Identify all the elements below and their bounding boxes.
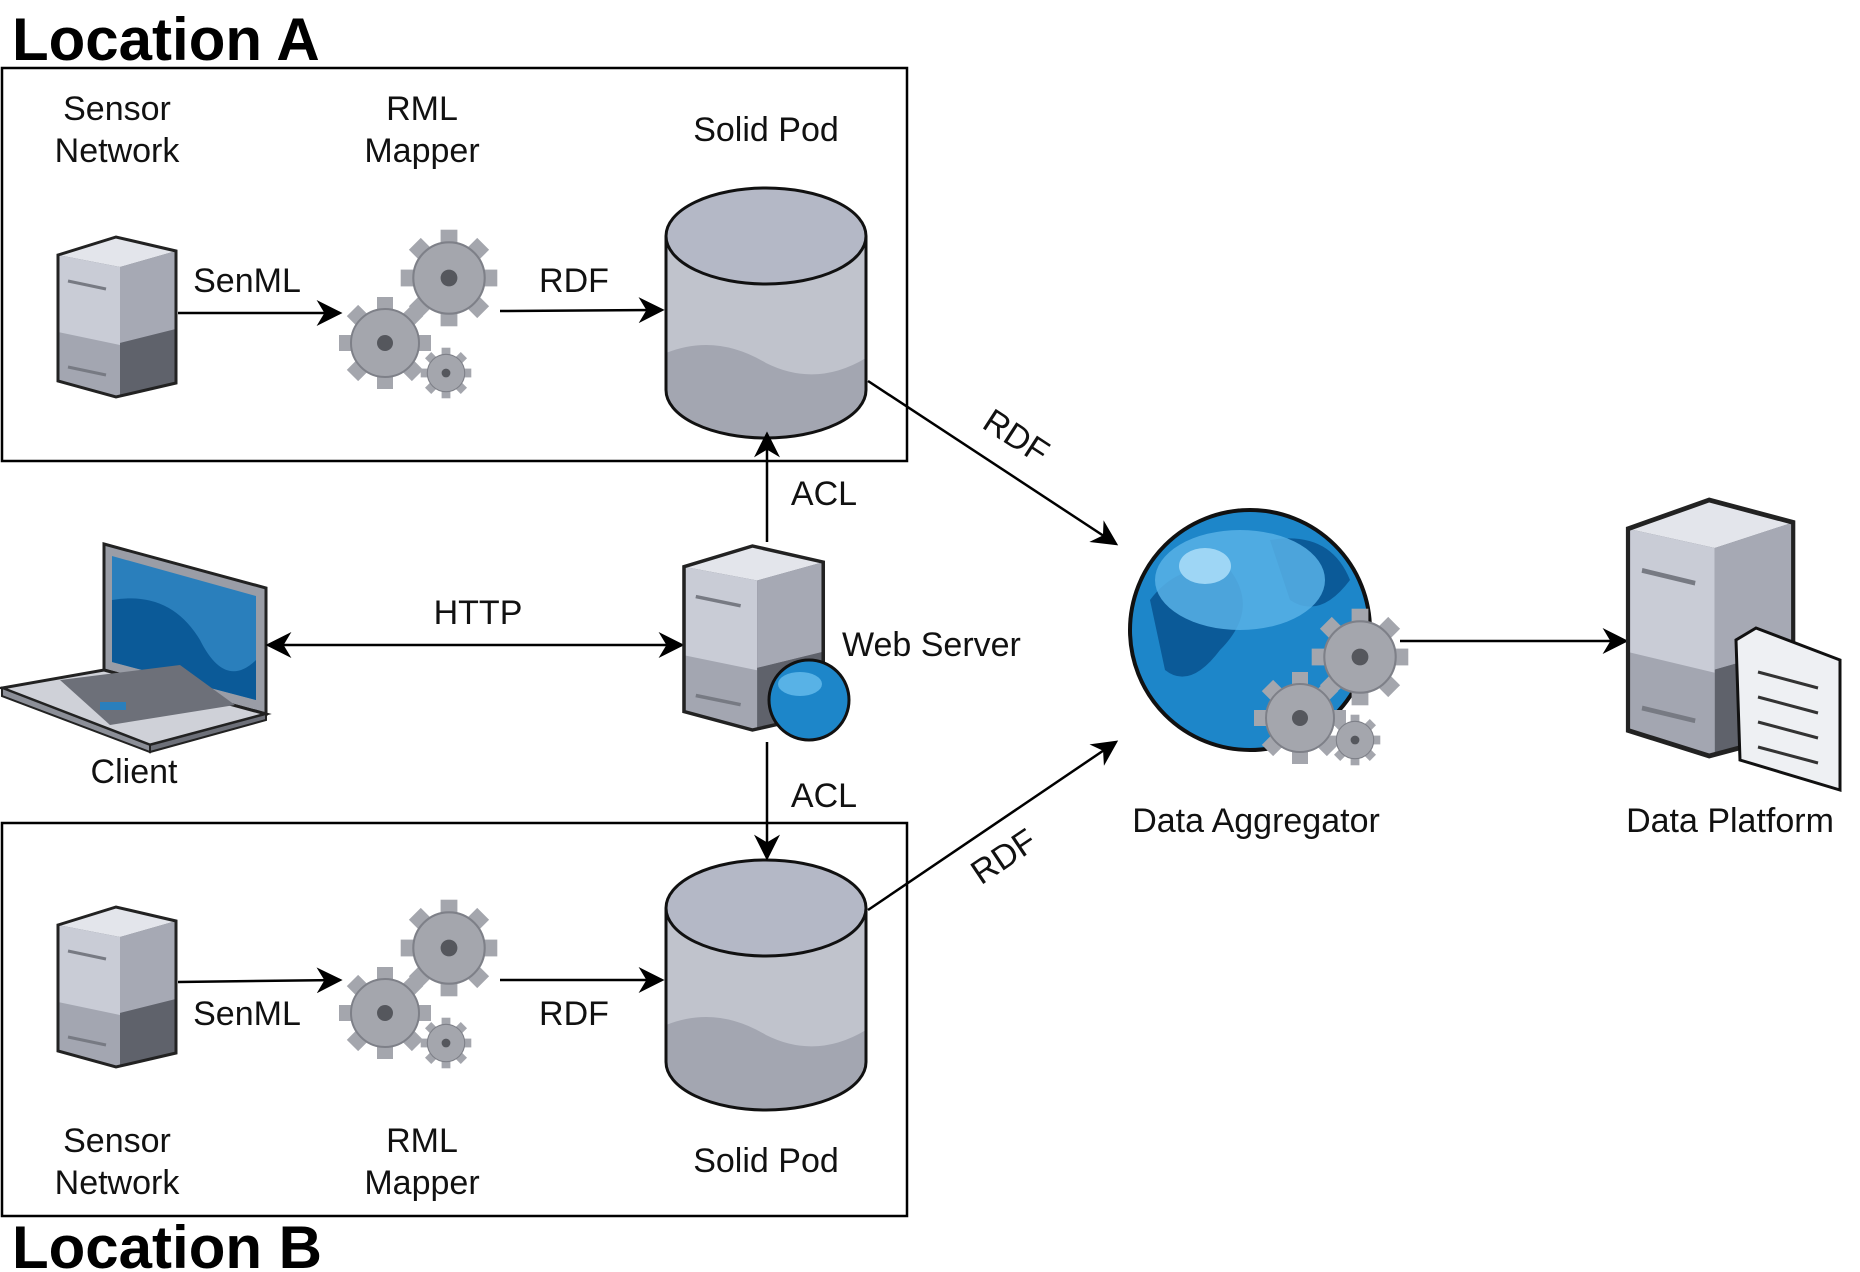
rdf-to-aggregator-a-arrow	[867, 379, 1119, 546]
rdf-a-arrow	[499, 297, 665, 324]
gears-icon	[339, 230, 497, 399]
location-b-box	[0, 821, 909, 1218]
document-icon	[1734, 626, 1842, 793]
server-icon	[56, 235, 178, 399]
acl-a-label: ACL	[791, 475, 857, 513]
database-icon	[664, 186, 868, 440]
senml-a-label: SenML	[193, 262, 301, 300]
sensor-network-a-label-1: Sensor	[63, 90, 171, 128]
solid-pod-a-label: Solid Pod	[693, 111, 839, 149]
globe-gears-icon	[1128, 508, 1410, 766]
database-icon	[664, 858, 868, 1112]
rml-mapper-a-label-1: RML	[386, 90, 458, 128]
data-platform-label: Data Platform	[1626, 802, 1834, 840]
http-label: HTTP	[434, 594, 523, 632]
gears-icon	[339, 900, 497, 1069]
rml-mapper-b-label-1: RML	[386, 1122, 458, 1160]
rdf-to-aggregator-b-arrow	[867, 740, 1119, 912]
sensor-network-a-label-2: Network	[55, 132, 181, 170]
client-label: Client	[91, 753, 178, 791]
globe-icon	[767, 658, 851, 742]
location-b-title: Location B	[12, 1214, 322, 1272]
web-server-label: Web Server	[842, 626, 1021, 664]
rml-mapper-b-label-2: Mapper	[364, 1164, 479, 1202]
acl-b-label: ACL	[791, 777, 857, 815]
senml-b-label: SenML	[193, 995, 301, 1033]
laptop-icon	[0, 542, 272, 754]
server-icon	[56, 905, 178, 1069]
solid-pod-b-label: Solid Pod	[693, 1142, 839, 1180]
rdf-a-label: RDF	[539, 262, 609, 300]
location-a-box	[0, 66, 909, 463]
rdf-b-label: RDF	[539, 995, 609, 1033]
rml-mapper-a-label-2: Mapper	[364, 132, 479, 170]
data-aggregator-label: Data Aggregator	[1132, 802, 1380, 840]
sensor-network-b-label-1: Sensor	[63, 1122, 171, 1160]
location-a-title: Location A	[12, 6, 320, 73]
senml-b-arrow	[177, 967, 343, 994]
sensor-network-b-label-2: Network	[55, 1164, 181, 1202]
rdf-to-aggregator-b-label: RDF	[964, 822, 1043, 893]
